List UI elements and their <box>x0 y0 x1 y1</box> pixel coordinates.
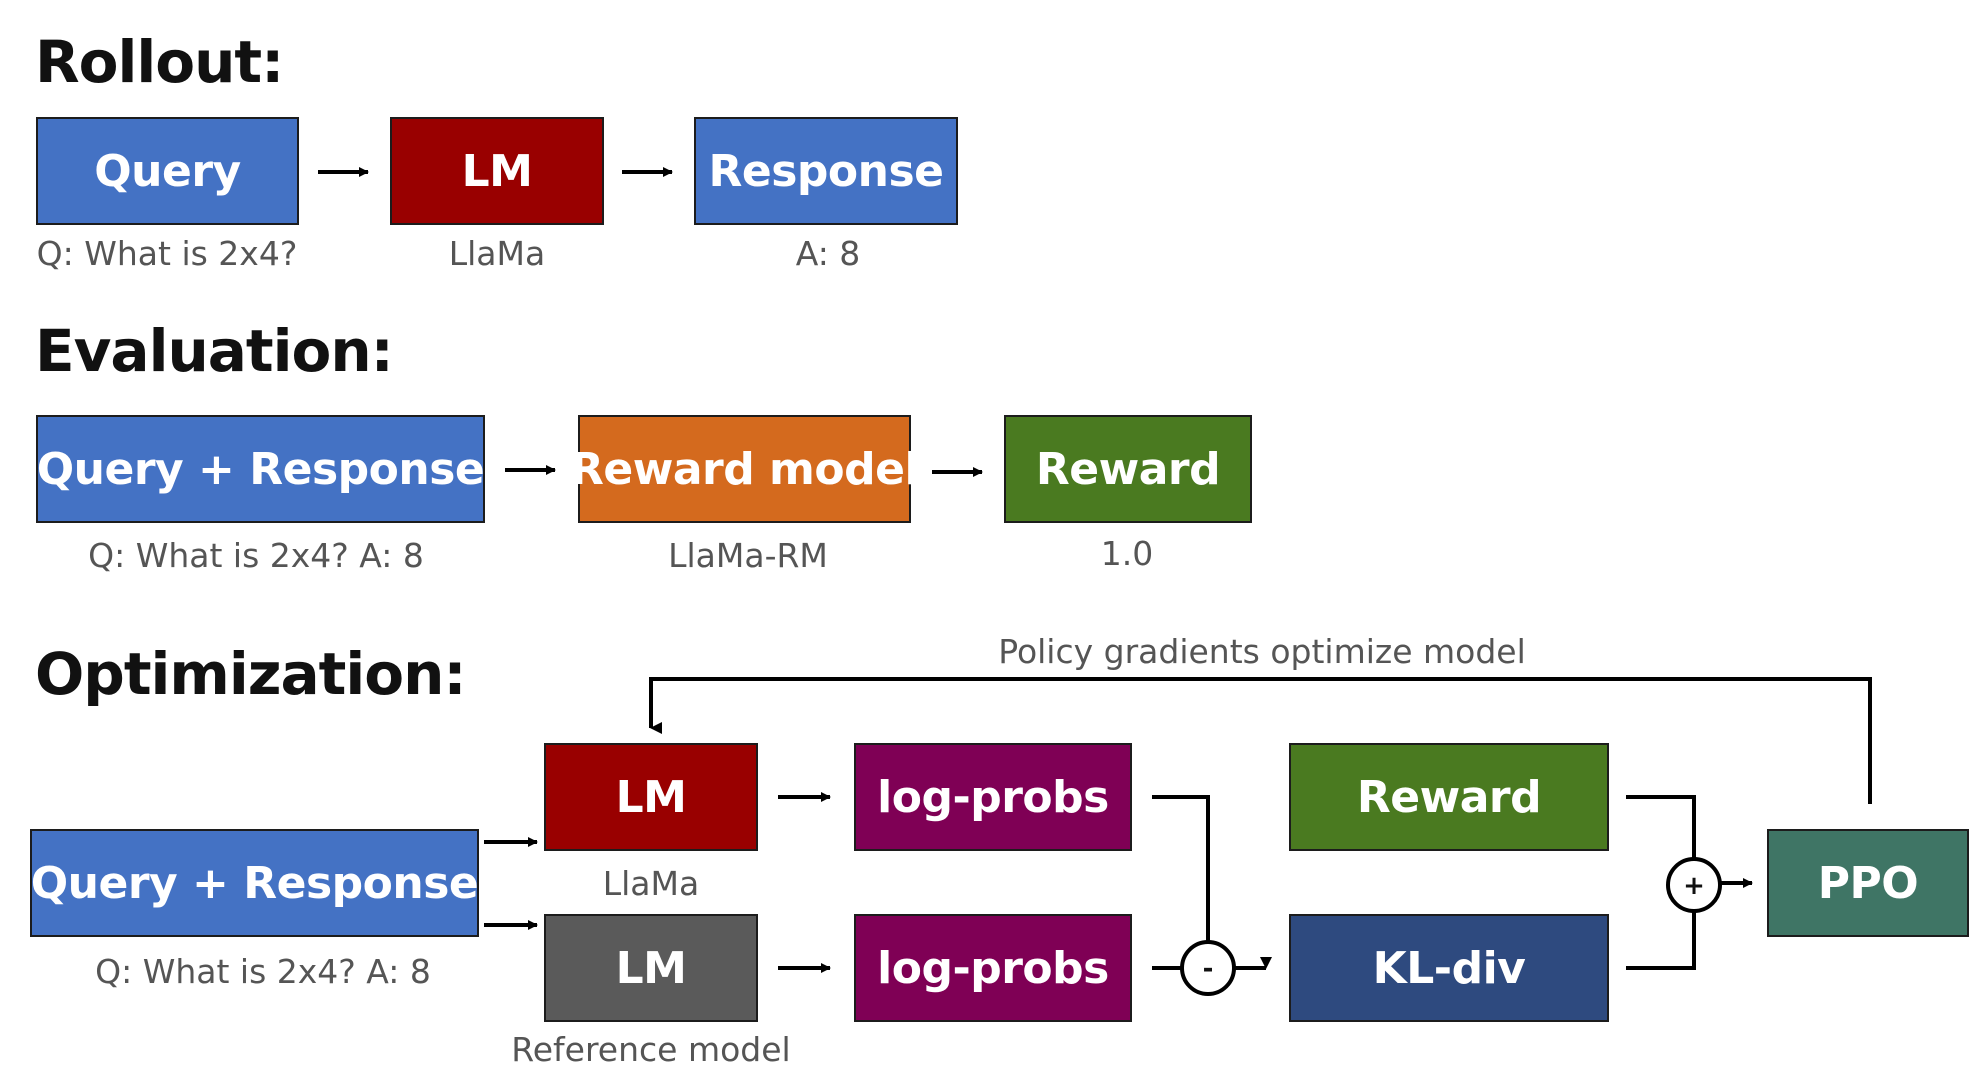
reference-lm-caption: Reference model <box>511 1030 791 1069</box>
plus-sign: + <box>1683 871 1705 901</box>
evaluation-reward-caption: 1.0 <box>1100 534 1154 573</box>
section-title-evaluation: Evaluation: <box>35 317 394 385</box>
optimization-query-response-caption: Q: What is 2x4? A: 8 <box>95 952 431 991</box>
optimization-reward-box: Reward <box>1289 743 1609 851</box>
evaluation-query-response-box: Query + Response <box>36 415 485 523</box>
rollout-query-box: Query <box>36 117 299 225</box>
ppo-box: PPO <box>1767 829 1969 937</box>
minus-sign: - <box>1203 954 1214 984</box>
section-title-optimization: Optimization: <box>35 640 467 708</box>
logprobs-bottom-box: log-probs <box>854 914 1132 1022</box>
logprobs-top-box: log-probs <box>854 743 1132 851</box>
wire-reward-to-plus <box>1626 795 1696 859</box>
evaluation-reward-box: Reward <box>1004 415 1252 523</box>
reward-model-caption: LlaMa-RM <box>668 536 828 575</box>
rollout-response-box: Response <box>694 117 958 225</box>
optimization-query-response-box: Query + Response <box>30 829 479 937</box>
reward-model-box: Reward model <box>570 415 920 523</box>
policy-lm-caption: LlaMa <box>602 864 700 903</box>
rollout-query-caption: Q: What is 2x4? <box>36 234 298 273</box>
reference-lm-box: LM <box>544 914 758 1022</box>
section-title-rollout: Rollout: <box>35 28 284 96</box>
rollout-lm-box: LM <box>390 117 604 225</box>
kl-div-box: KL-div <box>1289 914 1609 1022</box>
policy-lm-box: LM <box>544 743 758 851</box>
feedback-loop-label: Policy gradients optimize model <box>998 632 1526 671</box>
evaluation-query-response-caption: Q: What is 2x4? A: 8 <box>88 536 424 575</box>
rollout-lm-caption: LlaMa <box>448 234 546 273</box>
wire-kl-to-plus <box>1626 911 1696 970</box>
feedback-loop-ppo-to-lm <box>649 677 1872 804</box>
rollout-response-caption: A: 8 <box>795 234 861 273</box>
wire-logprobs-top-to-minus <box>1152 795 1210 941</box>
